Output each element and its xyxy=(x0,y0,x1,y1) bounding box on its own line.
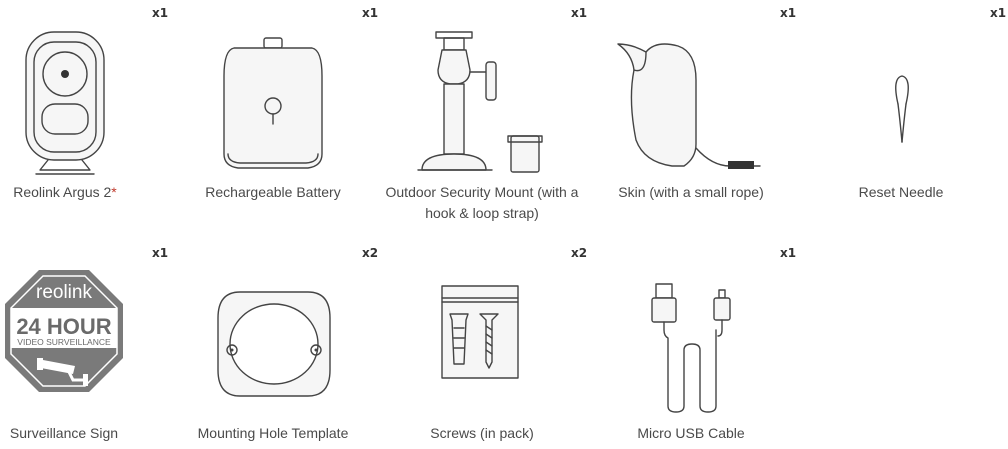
template-icon xyxy=(217,291,331,397)
quantity-badge: x1 xyxy=(152,246,169,260)
needle-icon xyxy=(895,75,909,143)
item-label: Rechargeable Battery xyxy=(205,184,341,200)
screws-icon xyxy=(441,285,519,379)
item-label: Reolink Argus 2 xyxy=(13,184,112,200)
quantity-badge: x2 xyxy=(571,246,588,260)
mount-icon xyxy=(417,31,543,173)
quantity-badge: x1 xyxy=(571,6,588,20)
quantity-badge: x1 xyxy=(990,6,1007,20)
quantity-badge: x1 xyxy=(152,6,169,20)
quantity-badge: x1 xyxy=(780,6,797,20)
camera-icon xyxy=(25,31,105,175)
item-label: Outdoor Security Mount (with a hook & lo… xyxy=(385,184,579,221)
item-label: Reset Needle xyxy=(858,184,944,200)
item-label: Mounting Hole Template xyxy=(197,425,349,441)
footnote-mark: * xyxy=(111,184,117,200)
sign-subline: VIDEO SURVEILLANCE xyxy=(17,337,111,347)
surveillance-sign-icon: reolink 24 HOUR VIDEO SURVEILLANCE xyxy=(5,270,123,392)
item-label: Screws (in pack) xyxy=(430,425,534,441)
item-label: Surveillance Sign xyxy=(9,425,119,441)
skin-icon xyxy=(617,43,761,169)
sign-headline: 24 HOUR xyxy=(16,314,111,339)
usb-cable-icon xyxy=(651,283,731,413)
battery-icon xyxy=(223,37,323,169)
sign-brand: reolink xyxy=(36,282,92,303)
quantity-badge: x2 xyxy=(362,246,379,260)
quantity-badge: x1 xyxy=(780,246,797,260)
item-label: Micro USB Cable xyxy=(637,425,745,441)
quantity-badge: x1 xyxy=(362,6,379,20)
item-label: Skin (with a small rope) xyxy=(618,184,764,200)
cctv-camera-icon xyxy=(37,358,88,386)
